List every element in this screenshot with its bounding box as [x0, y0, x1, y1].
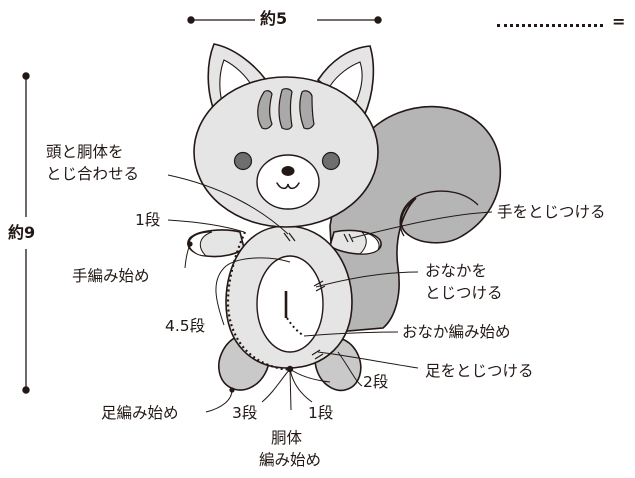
label-body-start-2: 編み始め [259, 451, 322, 469]
label-attach-hand: 手をとじつける [497, 203, 606, 221]
legend-dotted-line [497, 24, 603, 27]
left-arm-tip [188, 231, 213, 257]
label-row-3: 3段 [232, 404, 258, 422]
label-foot-start: 足編み始め [101, 404, 179, 422]
right-eye [321, 151, 341, 171]
right-ear-inner [329, 61, 363, 103]
label-attach-foot: 足をとじつける [425, 362, 534, 380]
stitch-marks [283, 232, 354, 360]
tail-inner-curl [399, 190, 479, 237]
left-ear-inner [219, 59, 253, 103]
muzzle [256, 154, 320, 210]
width-label: 約5 [260, 9, 288, 28]
row-dotted-arc [226, 231, 291, 371]
belly [256, 255, 324, 353]
width-dimension [187, 16, 382, 24]
right-arm-tip [358, 231, 380, 255]
label-row-1-top: 1段 [135, 211, 161, 229]
label-head-body-join-2: とじ合わせる [46, 165, 140, 183]
height-label: 約9 [8, 223, 36, 242]
label-row-2: 2段 [363, 373, 389, 391]
legend-equals: = [612, 12, 626, 31]
label-head-body-join-1: 頭と胴体を [46, 143, 124, 161]
mouth [276, 182, 300, 190]
nose [281, 166, 295, 176]
left-eye [233, 151, 253, 171]
label-attach-belly-2: とじつける [425, 284, 503, 302]
leader-lines [167, 174, 493, 413]
head-stripes [257, 88, 315, 130]
height-dimension [22, 72, 30, 394]
label-row-1-bottom: 1段 [308, 404, 334, 422]
label-belly-start: おなか編み始め [402, 323, 511, 341]
label-hand-start: 手編み始め [72, 267, 150, 285]
label-attach-belly-1: おなかを [425, 262, 488, 280]
label-row-4-5: 4.5段 [165, 317, 206, 335]
head [193, 76, 379, 228]
label-body-start-1: 胴体 [271, 429, 303, 447]
